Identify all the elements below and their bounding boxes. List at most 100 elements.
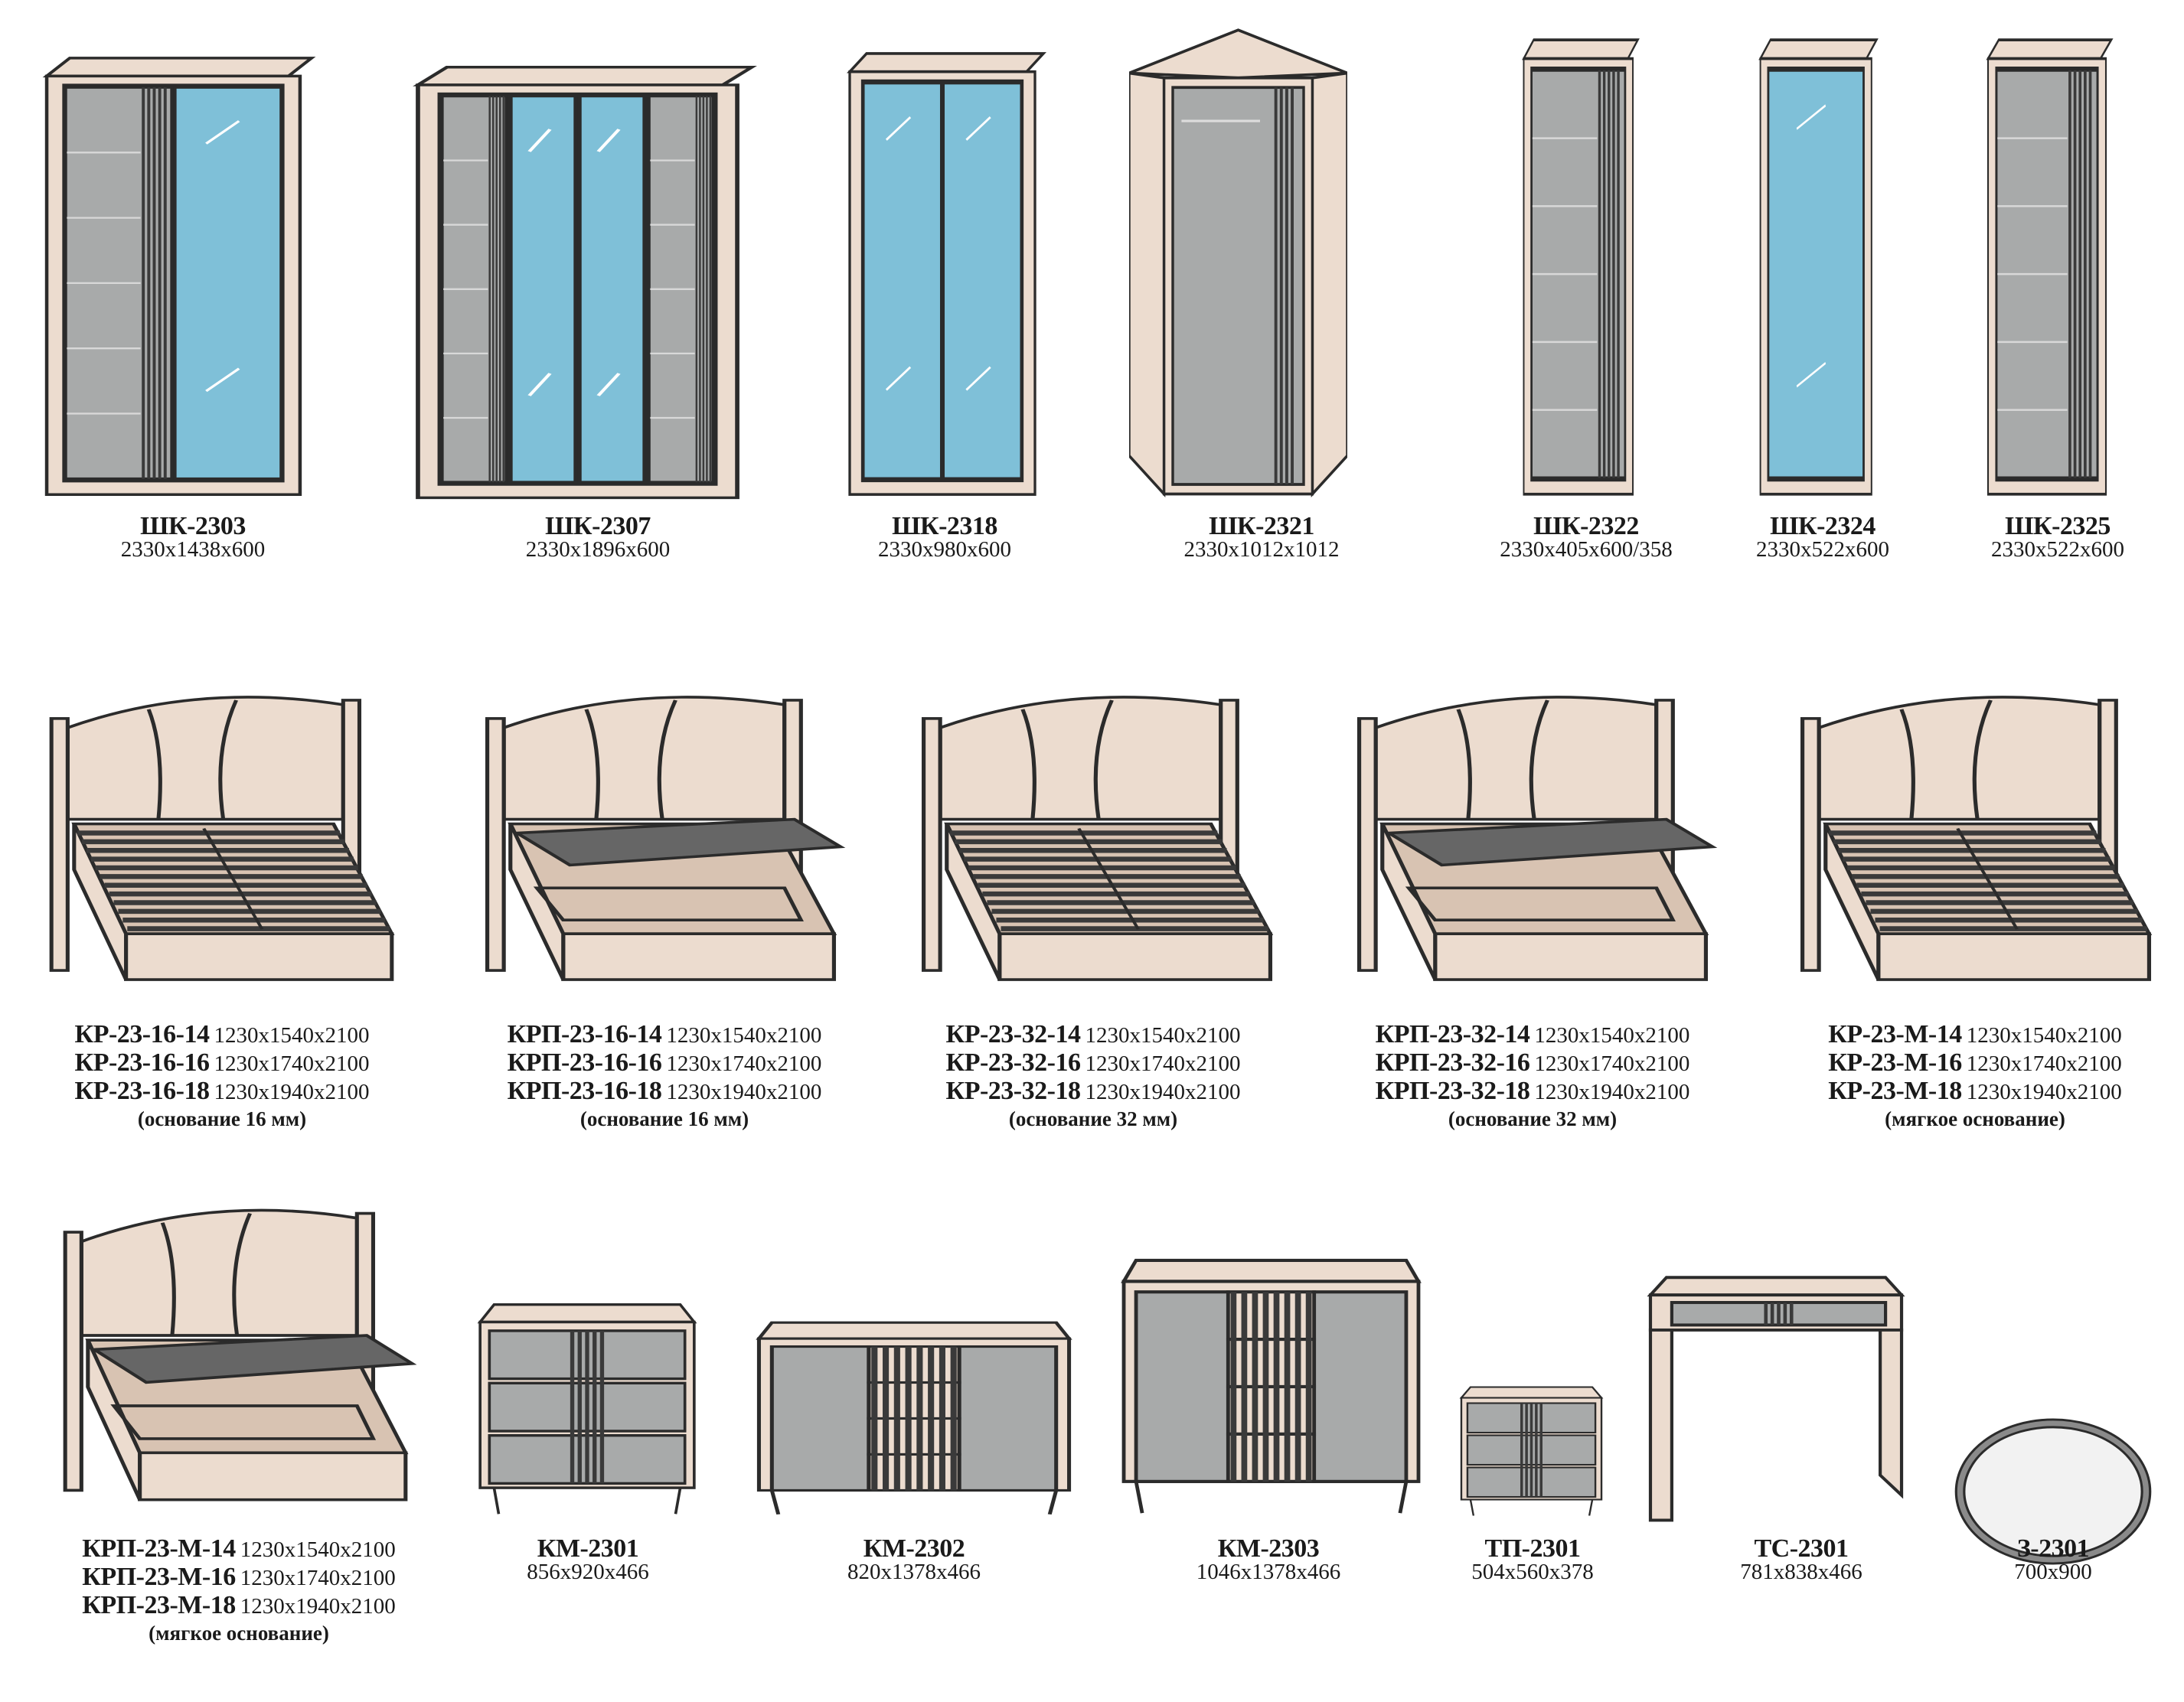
- wardrobe-shk-2325-image: [1983, 35, 2117, 504]
- variant-dims: 1230x1740x2100: [666, 1052, 822, 1076]
- wardrobe-shk-2324-image: [1755, 35, 1882, 504]
- dresser-km-2303-image: [1118, 1255, 1425, 1518]
- variant-code: КР-23-32-18: [945, 1077, 1081, 1105]
- product-name: ШК-2321: [1209, 512, 1314, 540]
- base-note: (мягкое основание): [1885, 1107, 2065, 1130]
- variant-code: КР-23-М-14: [1828, 1020, 1962, 1048]
- variant-code: КР-23-16-14: [74, 1020, 210, 1048]
- bed-krp-23-16-image: [471, 682, 850, 991]
- product-name: КМ-2302: [863, 1534, 965, 1563]
- variant-code: КР-23-М-18: [1828, 1077, 1962, 1105]
- product-dims: 2330x1012x1012: [1183, 537, 1340, 562]
- variant-code: КРП-23-М-18: [82, 1591, 236, 1619]
- variant-dims: 1230x1740x2100: [214, 1052, 370, 1076]
- wardrobe-shk-2322-image: [1519, 35, 1643, 504]
- bed-kr-23-32-image: [907, 682, 1287, 991]
- variant-code: КР-23-32-14: [945, 1020, 1081, 1048]
- product-dims: 504x560x378: [1471, 1560, 1594, 1584]
- product-name: КМ-2303: [1217, 1534, 1320, 1563]
- mirror-z-2301-image: [1952, 1416, 2154, 1567]
- bed-kr-23-16-image: [35, 682, 408, 991]
- base-note: (основание 32 мм): [1448, 1107, 1618, 1130]
- variant-dims: 1230x1540x2100: [666, 1023, 822, 1048]
- product-name: ШК-2325: [2005, 512, 2111, 540]
- variant-code: КРП-23-М-16: [82, 1563, 236, 1591]
- product-dims: 781x838x466: [1740, 1560, 1862, 1584]
- product-dims: 2330x522x600: [1991, 537, 2124, 562]
- variant-dims: 1230x1740x2100: [1085, 1052, 1241, 1076]
- product-dims: 2330x522x600: [1756, 537, 1889, 562]
- product-name: ТС-2301: [1754, 1534, 1849, 1563]
- dressing-table-ts-2301-image: [1645, 1275, 1912, 1525]
- product-name: ШК-2307: [545, 512, 651, 540]
- variant-code: КР-23-16-18: [74, 1077, 210, 1105]
- bed-krp-23-32-image: [1343, 682, 1722, 991]
- product-dims: 2330x405x600/358: [1500, 537, 1673, 562]
- product-dims: 2330x980x600: [878, 537, 1011, 562]
- variant-code: КРП-23-16-18: [507, 1077, 662, 1105]
- wardrobe-shk-2321-image: [1129, 25, 1347, 504]
- variant-code: КРП-23-16-16: [507, 1048, 662, 1077]
- variant-dims: 1230x1740x2100: [1966, 1052, 2122, 1076]
- variant-code: КРП-23-М-14: [82, 1534, 236, 1563]
- variant-dims: 1230x1940x2100: [240, 1594, 396, 1619]
- product-dims: 700x900: [2014, 1560, 2092, 1584]
- variant-dims: 1230x1940x2100: [1085, 1080, 1241, 1104]
- variant-dims: 1230x1940x2100: [214, 1080, 370, 1104]
- variant-dims: 1230x1540x2100: [1966, 1023, 2122, 1048]
- product-name: ТП-2301: [1484, 1534, 1581, 1563]
- variant-code: КР-23-М-16: [1828, 1048, 1962, 1077]
- bed-kr-23-m-image: [1786, 682, 2166, 991]
- variant-code: КР-23-16-16: [74, 1048, 210, 1077]
- product-dims: 2330x1896x600: [525, 537, 671, 562]
- bed-krp-23-m-image: [49, 1195, 422, 1511]
- product-name: З-2301: [2016, 1534, 2090, 1563]
- product-name: КМ-2301: [537, 1534, 639, 1563]
- variant-dims: 1230x1740x2100: [1534, 1052, 1690, 1076]
- product-dims: 820x1378x466: [847, 1560, 981, 1584]
- dresser-km-2301-image: [471, 1300, 704, 1518]
- variant-dims: 1230x1540x2100: [240, 1537, 396, 1562]
- nightstand-tp-2301-image: [1455, 1384, 1608, 1518]
- product-dims: 2330x1438x600: [120, 537, 266, 562]
- product-dims: 1046x1378x466: [1196, 1560, 1341, 1584]
- product-name: ШК-2324: [1770, 512, 1875, 540]
- base-note: (основание 32 мм): [1008, 1107, 1178, 1130]
- wardrobe-shk-2318-image: [841, 49, 1052, 504]
- variant-code: КРП-23-16-14: [507, 1020, 662, 1048]
- variant-dims: 1230x1940x2100: [666, 1080, 822, 1104]
- variant-code: КРП-23-32-16: [1375, 1048, 1530, 1077]
- product-name: ШК-2318: [892, 512, 997, 540]
- base-note: (мягкое основание): [149, 1622, 329, 1645]
- variant-dims: 1230x1940x2100: [1966, 1080, 2122, 1104]
- product-dims: 856x920x466: [527, 1560, 649, 1584]
- variant-dims: 1230x1940x2100: [1534, 1080, 1690, 1104]
